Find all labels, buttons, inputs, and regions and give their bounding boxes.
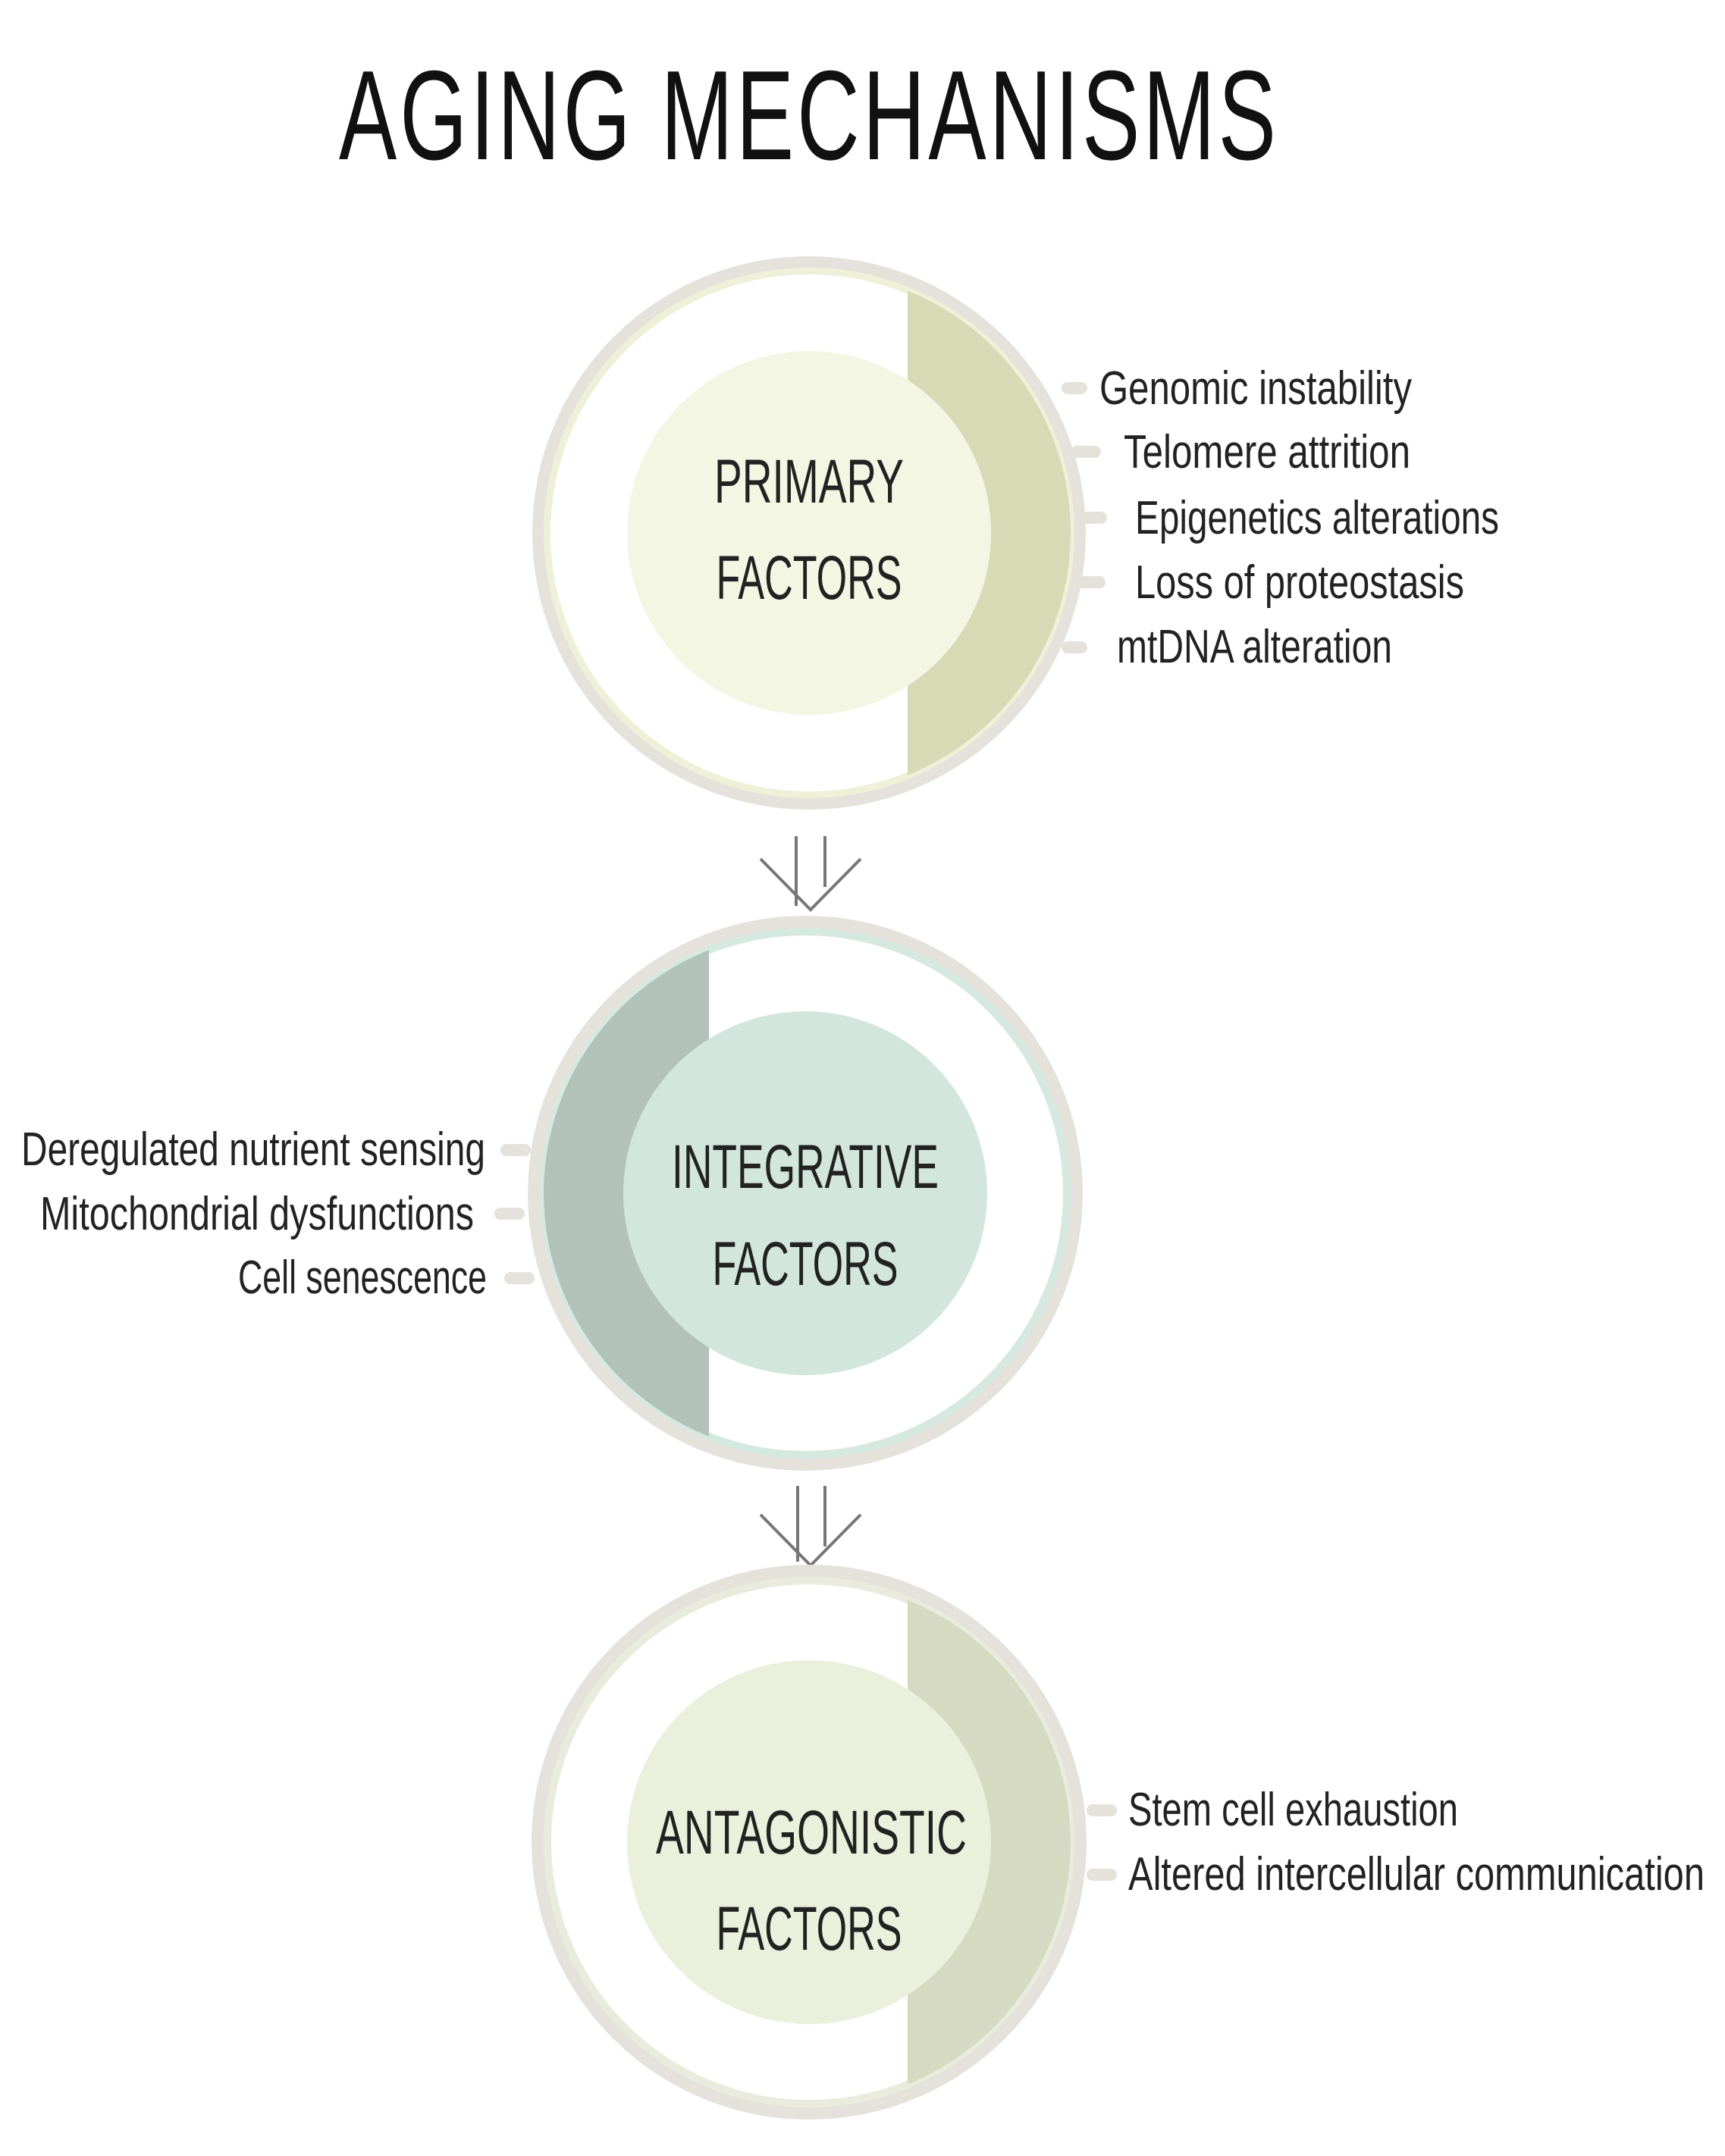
antagonistic-factors-group: ANTAGONISTIC FACTORS Stem cell exhaustio… [532, 1565, 1705, 2120]
factor-mitochondrial-dysfunctions: Mitochondrial dysfunctions [40, 1188, 474, 1240]
factor-cell-senescence: Cell senescence [238, 1252, 487, 1304]
primary-factor-ticks [1062, 382, 1107, 653]
primary-center-line1: PRIMARY [714, 447, 904, 516]
factor-telomere-attrition: Telomere attrition [1124, 426, 1410, 478]
factor-epigenetics-alterations: Epigenetics alterations [1135, 492, 1499, 544]
arrow-integrative-to-antagonistic [759, 1486, 862, 1568]
integrative-factors-group: INTEGRATIVE FACTORS Deregulated nutrient… [21, 916, 1083, 1471]
primary-center-line2: FACTORS [717, 544, 902, 613]
antagonistic-center-line1: ANTAGONISTIC [656, 1798, 967, 1867]
factor-deregulated-nutrient-sensing: Deregulated nutrient sensing [21, 1123, 485, 1176]
factor-mtdna-alteration: mtDNA alteration [1117, 621, 1392, 673]
primary-factors-group: PRIMARY FACTORS Genomic instability Telo… [532, 256, 1499, 810]
primary-core-circle [627, 351, 991, 715]
antagonistic-core-circle [627, 1660, 991, 2024]
factor-altered-intercellular-communication: Altered intercellular communication [1128, 1848, 1705, 1901]
antagonistic-factor-ticks [1087, 1804, 1117, 1881]
factor-loss-of-proteostasis: Loss of proteostasis [1135, 556, 1464, 609]
arrow-primary-to-integrative [759, 836, 862, 912]
integrative-center-line1: INTEGRATIVE [672, 1133, 939, 1202]
diagram-title: AGING MECHANISMS [339, 44, 1279, 186]
integrative-factor-ticks [494, 1144, 535, 1284]
integrative-center-line2: FACTORS [713, 1230, 899, 1299]
factor-stem-cell-exhaustion: Stem cell exhaustion [1128, 1784, 1458, 1836]
antagonistic-center-line2: FACTORS [717, 1894, 902, 1963]
factor-genomic-instability: Genomic instability [1099, 362, 1412, 415]
integrative-core-circle [623, 1011, 987, 1375]
